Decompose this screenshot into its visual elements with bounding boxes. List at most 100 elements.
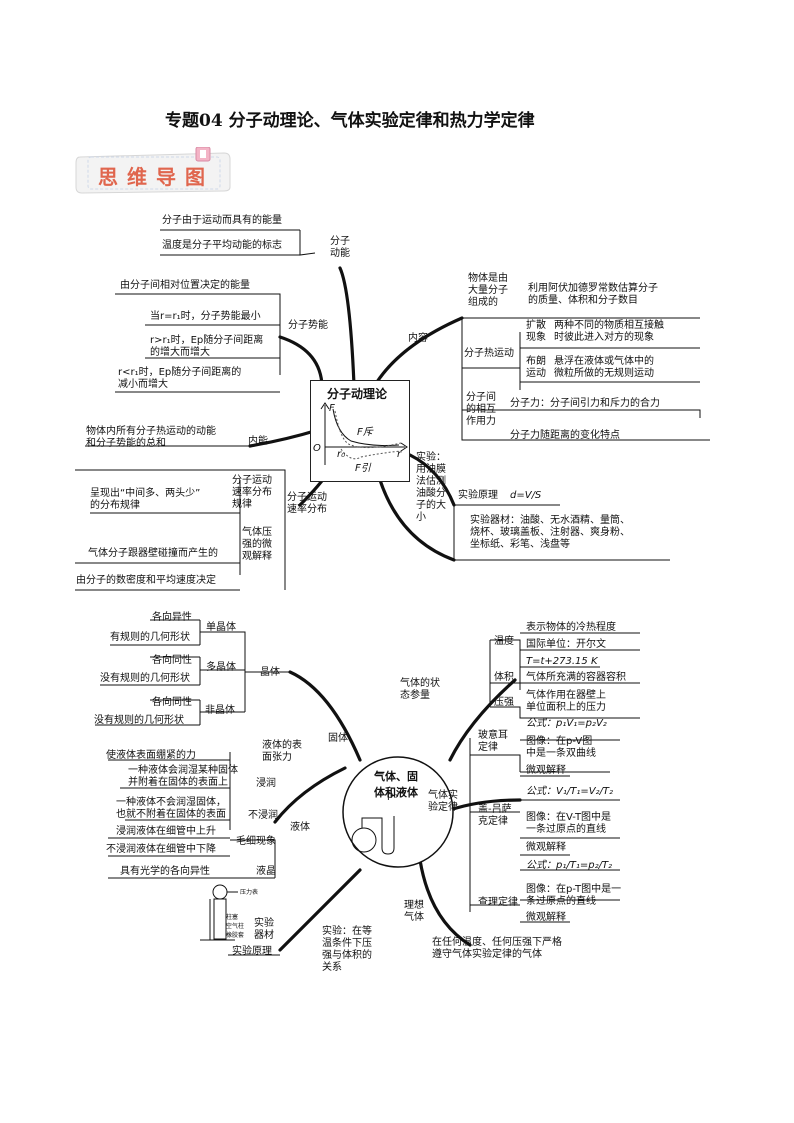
crystal-label: 晶体 [260,667,280,678]
potential-def: 由分子间相对位置决定的能量 [120,280,250,291]
nonwetting-def: 一种液体不会润湿固体， 也就不附着在固体的表面 [116,797,226,820]
apparatus-label: 实验 器材 [254,918,274,941]
potential-gt: r>r₁时，Ep随分子间距离 的增大而增大 [150,335,264,358]
graph-attraction-label: F引 [355,463,371,474]
internal-def: 物体内所有分子热运动的动能 和分子势能的总和 [86,426,216,449]
single-crystal-label: 单晶体 [206,622,236,633]
dist-label: 分子运动 速率分布 [287,492,327,515]
poly-iso: 各向同性 [152,655,192,666]
gay-lussac-micro: 微观解释 [526,842,566,853]
force-def: 分子力：分子间引力和斥力的合力 [510,398,660,409]
kinetic-temp: 温度是分子平均动能的标志 [162,240,282,251]
piston-label: 柱塞 [226,914,239,921]
diffusion-label: 扩散 现象 [526,320,546,343]
nonwetting-label: 不浸润 [248,810,278,821]
gay-lussac-label: 盖-吕萨 克定律 [478,804,512,827]
exp-principle2-label: 实验原理 [232,946,272,957]
gas-laws-label: 气体实 验定律 [428,790,458,813]
capillary-label: 毛细现象 [236,836,276,847]
amorphous-label: 非晶体 [205,705,235,716]
internal-label: 内能 [248,436,268,447]
charles-graph: 图像：在p-T图中是一 条过原点的直线 [526,884,622,907]
charles-micro: 微观解释 [526,912,566,923]
boyle-label: 玻意耳 定律 [478,730,508,753]
graph-repulsion-label: F斥 [357,427,373,438]
banner-title: 思维导图 [98,165,214,189]
rubber-label: 橡胶套 [226,932,245,939]
kinetic-def: 分子由于运动而具有的能量 [162,215,282,226]
molecules-label: 物体是由 大量分子 组成的 [468,273,508,308]
volume-label: 体积 [494,672,514,683]
banner-ribbon-icon [75,146,231,194]
thermal-motion-label: 分子热运动 [464,348,514,359]
temp-label: 温度 [494,636,514,647]
ideal-gas-label: 理想 气体 [404,900,424,923]
potential-label: 分子势能 [288,320,328,331]
wetting-def: 一种液体会润湿某种固体 并附着在固体的表面上 [128,765,238,788]
gay-lussac-formula: 公式：V₁/T₁=V₂/T₂ [526,786,614,797]
force-distance-graph-icon [320,402,408,465]
charles-formula: 公式：p₁/T₁=p₂/T₂ [526,860,613,871]
potential-min: 当r=r₁时，分子势能最小 [150,311,261,322]
molecular-theory-center: 分子动理论 F O r₀ r F斥 F引 [310,380,410,482]
liquid-label: 液体 [290,822,310,833]
oil-film-exp-label: 实验： 用油膜 法估测 油酸分 子的大 小 [416,452,446,523]
pressure-def: 气体作用在器壁上 单位面积上的压力 [526,690,606,713]
content-label: 内容 [408,333,428,344]
solid-label: 固体 [328,733,348,744]
pressure-micro-label: 气体压 强的微 观解释 [242,527,272,562]
gauge-label: 压力表 [240,889,259,896]
cap-fall: 不浸润液体在细管中下降 [106,844,216,855]
pressure-cause: 气体分子跟器壁碰撞而产生的 [88,548,218,559]
brownian-label: 布朗 运动 [526,356,546,379]
amor-shape: 没有规则的几何形状 [94,715,184,726]
pressure-gauge-apparatus-icon [200,884,238,941]
lc-def: 具有光学的各向异性 [120,866,210,877]
boyle-micro: 微观解释 [526,765,566,776]
tension-def: 使液体表面绷紧的力 [106,750,196,761]
state-param-label: 气体的状 态参量 [400,678,440,701]
exp-principle-label: 实验原理 [458,490,498,501]
brownian-text: 悬浮在液体或气体中的 微粒所做的无规则运动 [554,356,654,379]
exp-formula: d=V/S [510,490,542,501]
flask-apparatus-icon [351,816,395,855]
exp-equipment: 实验器材：油酸、无水酒精、量筒、 烧杯、玻璃盖板、注射器、爽身粉、 坐标纸、彩笔… [470,515,630,550]
temp-def: 表示物体的冷热程度 [526,622,616,633]
volume-def: 气体所充满的容器容积 [526,672,626,683]
single-shape: 有规则的几何形状 [110,632,190,643]
single-aniso: 各向异性 [152,612,192,623]
amor-iso: 各向同性 [152,697,192,708]
dist-rule-label: 分子运动 速率分布 规律 [232,475,272,510]
force-variation: 分子力随距离的变化特点 [510,430,620,441]
gay-lussac-graph: 图像：在V-T图中是 一条过原点的直线 [526,812,612,835]
graph-origin-label: O [313,443,321,454]
charles-label: 查理定律 [478,897,518,908]
tension-label: 液体的表 面张力 [262,740,302,763]
air-column-label: 空气柱 [226,923,245,930]
potential-lt: r<r₁时，Ep随分子间距离的 减小而增大 [118,367,242,390]
boyle-graph: 图像：在p-V图 中是一条双曲线 [526,736,596,759]
avogadro-text: 利用阿伏加德罗常数估算分子 的质量、体积和分子数目 [528,283,658,306]
temp-formula: T=t+273.15 K [526,656,598,667]
center-title: 分子动理论 [327,387,388,401]
boyle-formula: 公式：p₁V₁=p₂V₂ [526,718,607,729]
graph-r0-label: r₀ [337,449,346,460]
diffusion-text: 两种不同的物质相互接触 时彼此进入对方的现象 [554,320,664,343]
mind-map-banner: 思维导图 [74,146,234,197]
wetting-label: 浸润 [256,778,276,789]
ideal-gas-def: 在任何温度、任何压强下严格 遵守气体实验定律的气体 [432,937,562,960]
p0-label: p₀ [387,790,398,801]
liquid-crystal-label: 液晶 [256,866,276,877]
graph-f-label: F [329,403,335,414]
gas-center-title: 气体、固 体和液体 [374,770,418,799]
poly-crystal-label: 多晶体 [206,662,236,673]
dist-rule-text: 呈现出“中间多、两头少” 的分布规律 [90,488,201,511]
graph-r-label: r [397,449,402,460]
page-title: 专题04 分子动理论、气体实验定律和热力学定律 [165,111,535,131]
poly-shape: 没有规则的几何形状 [100,673,190,684]
cap-rise: 浸润液体在细管中上升 [116,826,216,837]
kinetic-label: 分子 动能 [330,236,350,259]
temp-unit: 国际单位：开尔文 [526,639,606,650]
force-label: 分子间 的相互 作用力 [466,392,496,427]
